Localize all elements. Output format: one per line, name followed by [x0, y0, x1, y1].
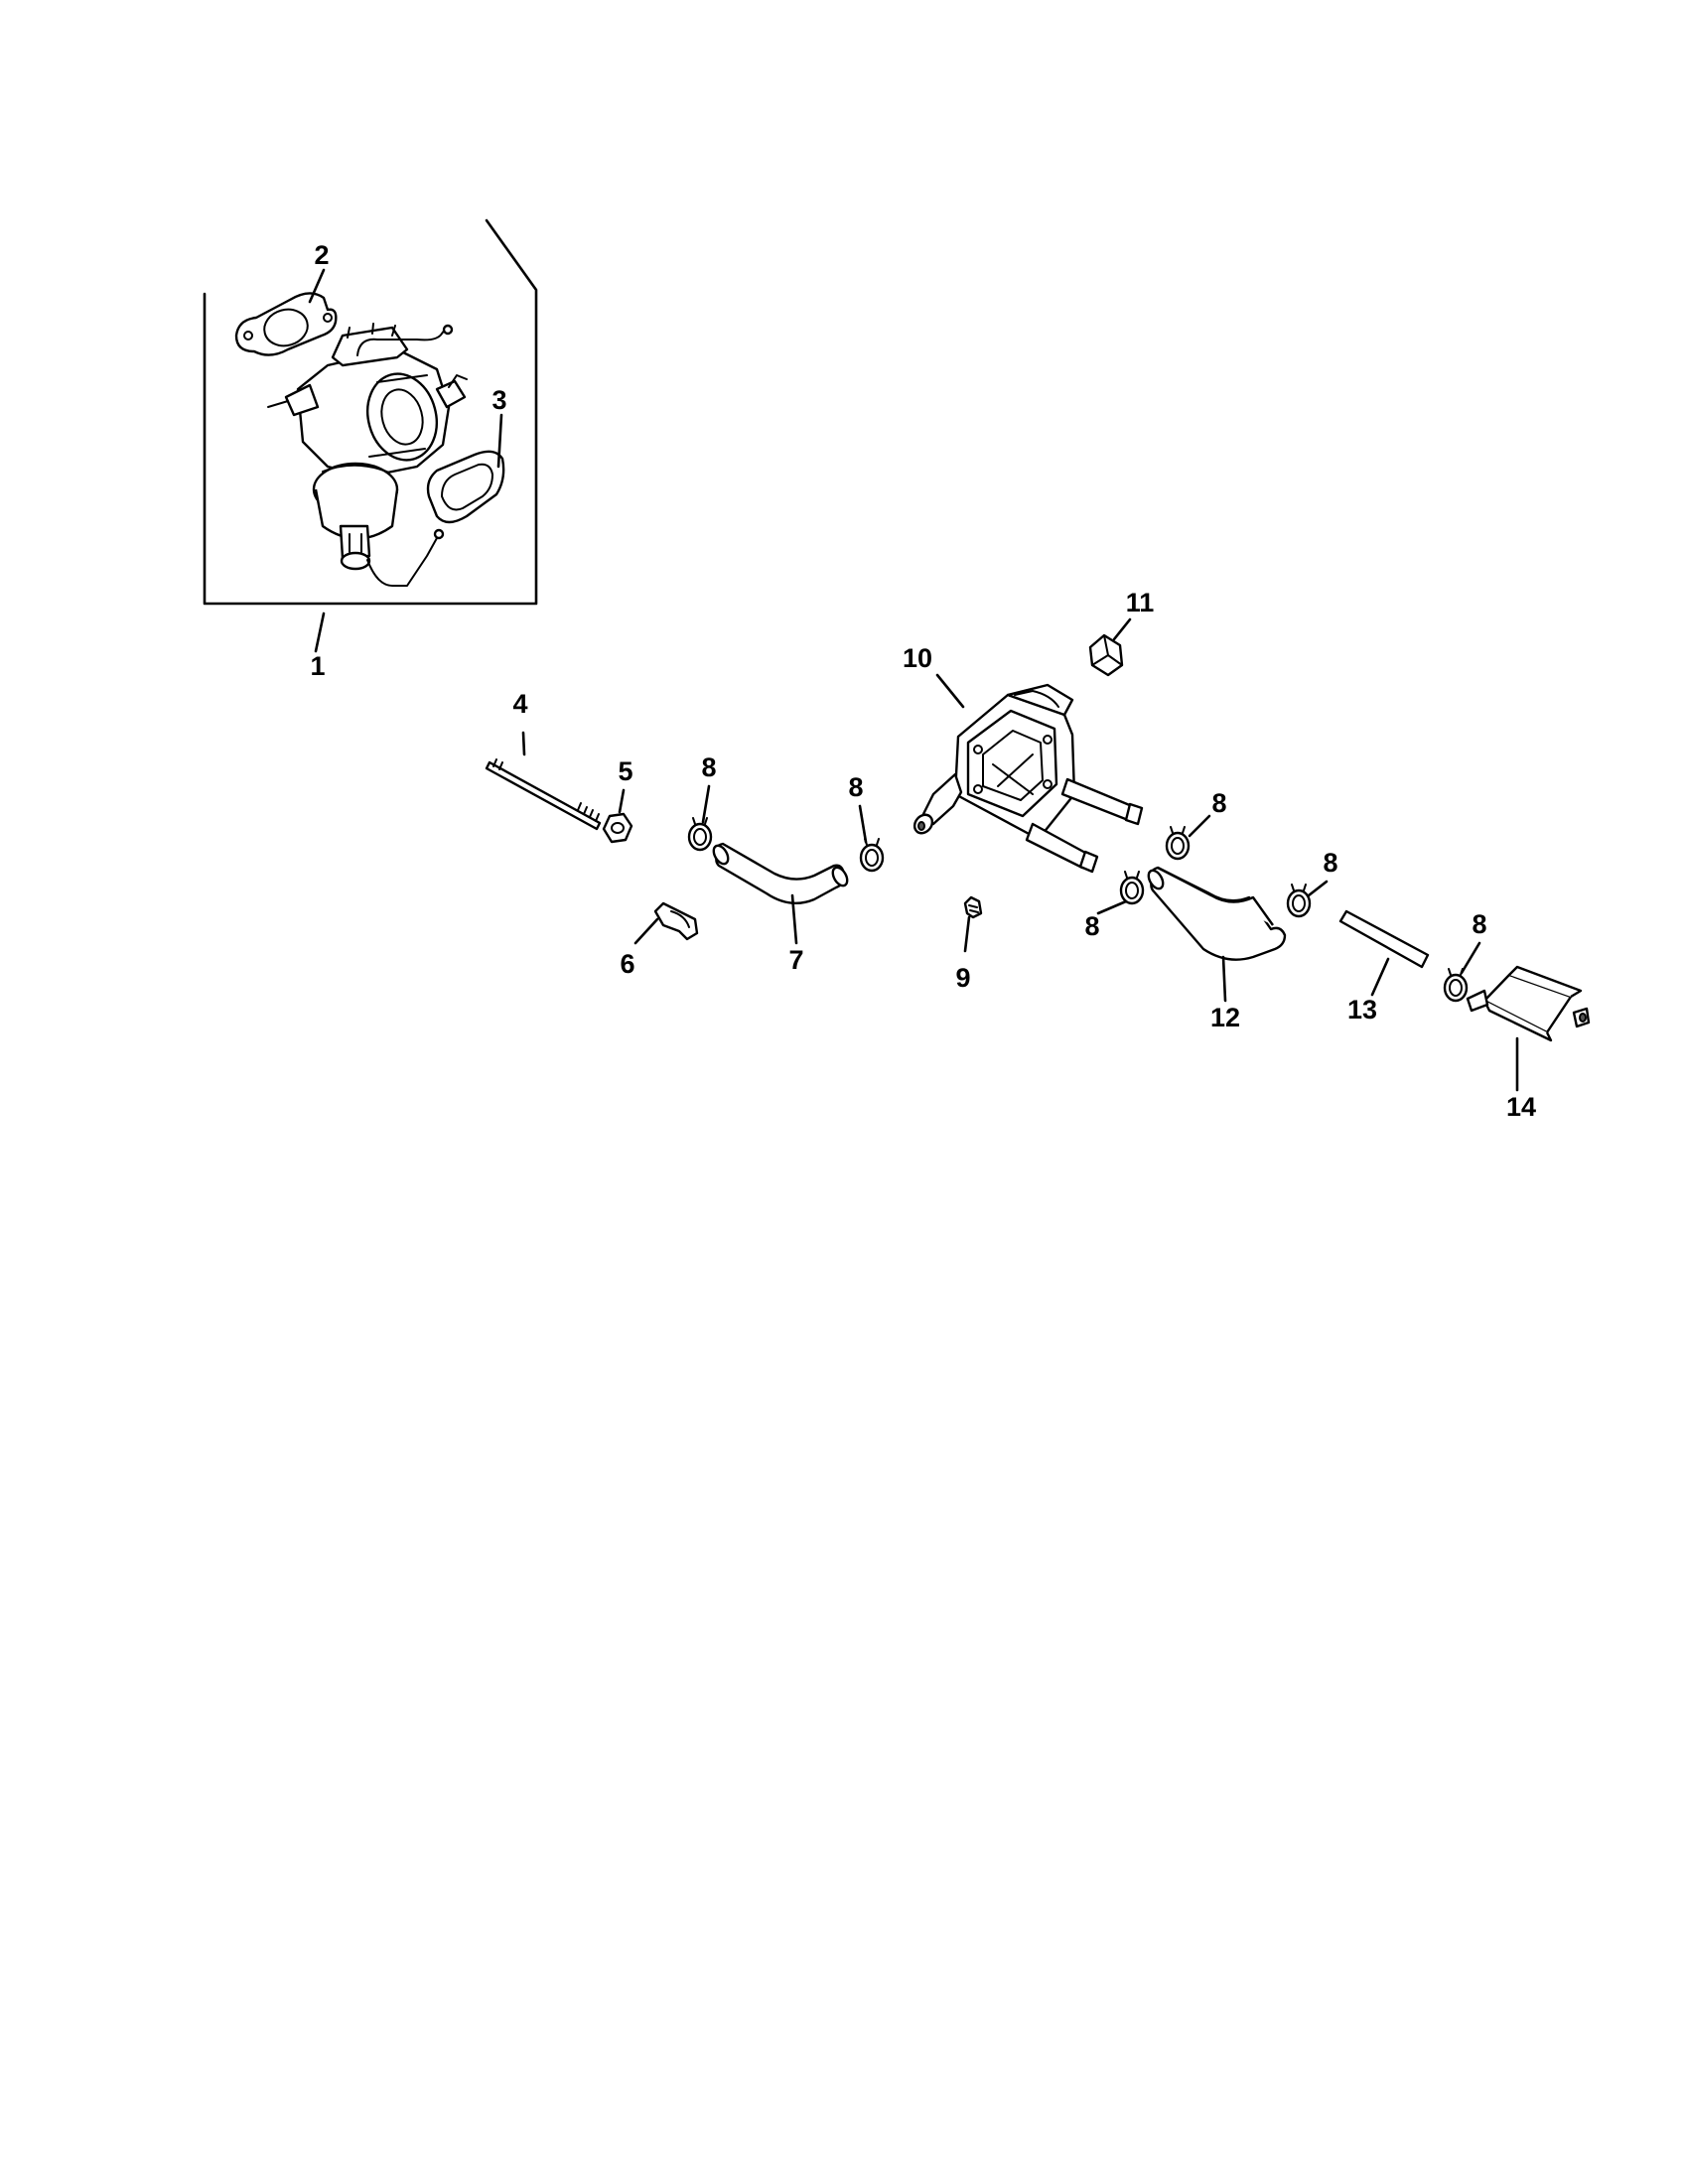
callout-1: 1: [310, 651, 325, 681]
callout-5: 5: [618, 756, 632, 786]
callout-8-third: 8: [1211, 788, 1226, 818]
callout-3: 3: [491, 385, 506, 415]
callout-4: 4: [512, 689, 527, 719]
gasket-lower: [426, 450, 505, 524]
callout-8-fourth: 8: [1084, 911, 1099, 941]
callout-12: 12: [1210, 1003, 1240, 1032]
clip: [653, 901, 699, 941]
callout-8-first: 8: [701, 752, 716, 782]
fuel-hose-inlet: [712, 842, 849, 905]
hose-clamp-d: [1119, 871, 1145, 905]
callout-2: 2: [314, 240, 329, 270]
hose-clamp-a: [687, 817, 713, 852]
fuel-hose-outlet: [1147, 866, 1287, 961]
callout-11: 11: [1126, 588, 1155, 617]
fuel-hose-straight: [1338, 909, 1430, 969]
hose-clamp-e: [1286, 884, 1312, 918]
callout-8-second: 8: [848, 772, 863, 802]
hose-clamp-b: [859, 838, 885, 873]
pulse-fitting: [963, 895, 983, 919]
callout-9: 9: [955, 963, 970, 993]
stud: [485, 758, 602, 831]
callout-14: 14: [1506, 1092, 1536, 1122]
nut: [602, 812, 633, 844]
fuel-pump: [912, 683, 1144, 874]
hose-clamp-c: [1165, 826, 1191, 861]
callout-8-sixth: 8: [1472, 909, 1486, 939]
carburetor-assembly: [267, 323, 468, 587]
callout-8-fifth: 8: [1323, 848, 1337, 878]
gasket-upper: [234, 292, 338, 356]
fuel-filter: [1466, 965, 1591, 1042]
hose-clamp-f: [1443, 968, 1469, 1003]
leader-lines: [308, 268, 1519, 1092]
callout-10: 10: [903, 643, 932, 673]
callout-13: 13: [1347, 995, 1377, 1024]
callout-6: 6: [620, 949, 634, 979]
carburetor-inset-frame: [203, 218, 538, 606]
pump-cap: [1088, 633, 1124, 677]
callout-7: 7: [788, 945, 803, 975]
